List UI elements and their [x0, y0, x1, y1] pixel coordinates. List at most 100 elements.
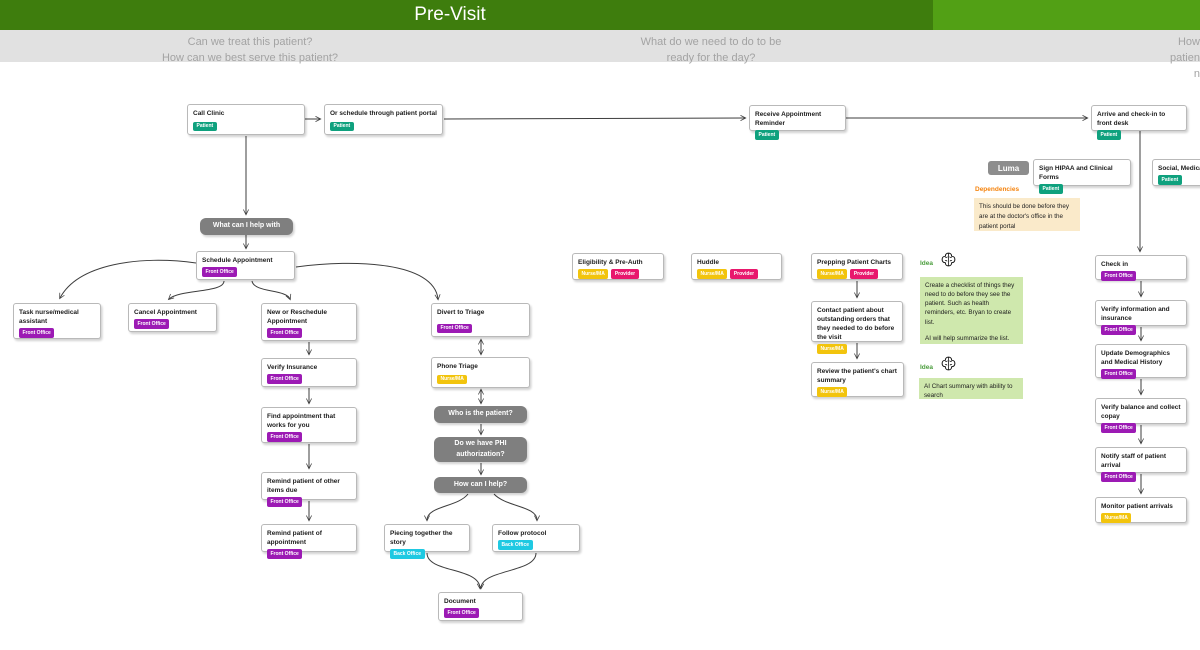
luma-pill[interactable]: Luma [988, 161, 1029, 175]
node-label: Or schedule through patient portal [330, 110, 437, 117]
node-label: Huddle [697, 259, 720, 266]
question-treat-patient: Can we treat this patient? How can we be… [161, 36, 339, 64]
node-verify-insurance[interactable]: Verify Insurance Front Office [261, 358, 357, 387]
node-label: Eligibility & Pre-Auth [578, 259, 643, 266]
tag-front-office: Front Office [202, 267, 238, 277]
node-review-chart[interactable]: Review the patient's chart summary Nurse… [811, 362, 904, 397]
tag-provider: Provider [611, 269, 639, 279]
node-label: Cancel Appointment [134, 309, 197, 316]
node-arrive-checkin[interactable]: Arrive and check-in to front desk Patien… [1091, 105, 1187, 140]
tag-front-office: Front Office [1101, 369, 1137, 379]
tag-front-office: Front Office [1101, 271, 1137, 281]
node-label: Verify balance and collect copay [1101, 404, 1181, 421]
node-label: Check in [1101, 261, 1129, 268]
node-label: Notify staff of patient arrival [1101, 453, 1166, 470]
tag-front-office: Front Office [19, 328, 55, 338]
node-remind-items[interactable]: Remind patient of other items due Front … [261, 472, 357, 507]
node-label: Sign HIPAA and Clinical Forms [1039, 165, 1113, 182]
decision-phi-auth[interactable]: Do we have PHI authorization? [434, 437, 527, 462]
node-eligibility[interactable]: Eligibility & Pre-Auth Nurse/MA Provider [572, 253, 664, 280]
node-label: Monitor patient arrivals [1101, 503, 1173, 510]
node-label: Prepping Patient Charts [817, 259, 892, 266]
node-label: Document [444, 598, 476, 605]
node-verify-balance[interactable]: Verify balance and collect copay Front O… [1095, 398, 1187, 433]
tag-front-office: Front Office [444, 608, 480, 618]
node-social-medical[interactable]: Social, Medical and Patient [1152, 159, 1200, 186]
node-sign-hipaa[interactable]: Sign HIPAA and Clinical Forms Patient [1033, 159, 1131, 194]
brain-icon [941, 356, 956, 371]
node-follow-protocol[interactable]: Follow protocol Back Office [492, 524, 580, 552]
tag-provider: Provider [850, 269, 878, 279]
idea-note-checklist[interactable]: Create a checklist of things they need t… [920, 277, 1023, 344]
node-schedule-portal[interactable]: Or schedule through patient portal Patie… [324, 104, 443, 135]
decision-what-help[interactable]: What can I help with [200, 218, 293, 235]
tag-front-office: Front Office [267, 328, 303, 338]
node-label: Follow protocol [498, 530, 547, 537]
node-label: Remind patient of appointment [267, 530, 322, 547]
node-label: Receive Appointment Reminder [755, 111, 822, 128]
tag-patient: Patient [755, 130, 779, 140]
tag-nurse-ma: Nurse/MA [697, 269, 728, 279]
node-monitor-arrivals[interactable]: Monitor patient arrivals Nurse/MA [1095, 497, 1187, 523]
node-update-demographics[interactable]: Update Demographics and Medical History … [1095, 344, 1187, 379]
tag-patient: Patient [1158, 175, 1182, 185]
tag-provider: Provider [730, 269, 758, 279]
idea-label: Idea [920, 364, 934, 371]
node-label: Piecing together the story [390, 530, 453, 547]
idea-note-ai-chart[interactable]: AI Chart summary with ability to search [919, 378, 1023, 399]
node-receive-reminder[interactable]: Receive Appointment Reminder Patient [749, 105, 846, 140]
tag-nurse-ma: Nurse/MA [817, 387, 848, 397]
node-label: Find appointment that works for you [267, 413, 336, 430]
tag-front-office: Front Office [1101, 325, 1137, 335]
tag-back-office: Back Office [498, 540, 533, 550]
tag-nurse-ma: Nurse/MA [1101, 513, 1132, 523]
brain-icon [941, 252, 956, 267]
tag-nurse-ma: Nurse/MA [578, 269, 609, 279]
dependencies-note[interactable]: This should be done before they are at t… [974, 198, 1080, 231]
node-label: Contact patient about outstanding orders… [817, 307, 895, 342]
node-cancel-appointment[interactable]: Cancel Appointment Front Office [128, 303, 217, 332]
dependencies-title: Dependencies [975, 186, 1020, 193]
node-divert-triage[interactable]: Divert to Triage Front Office [431, 303, 530, 337]
tag-patient: Patient [1097, 130, 1121, 140]
node-verify-info[interactable]: Verify information and insurance Front O… [1095, 300, 1187, 335]
node-notify-staff[interactable]: Notify staff of patient arrival Front Of… [1095, 447, 1187, 482]
tag-front-office: Front Office [134, 319, 170, 329]
node-piecing-story[interactable]: Piecing together the story Back Office [384, 524, 470, 559]
phase-title: Pre-Visit [414, 4, 486, 25]
node-call-clinic[interactable]: Call Clinic Patient [187, 104, 305, 135]
tag-back-office: Back Office [390, 549, 425, 559]
node-label: Review the patient's chart summary [817, 368, 897, 385]
tag-front-office: Front Office [437, 323, 473, 333]
node-find-appointment[interactable]: Find appointment that works for you Fron… [261, 407, 357, 443]
node-label: Verify information and insurance [1101, 306, 1170, 323]
node-label: New or Reschedule Appointment [267, 309, 327, 326]
questions-band [0, 30, 1200, 62]
tag-patient: Patient [1039, 184, 1063, 194]
decision-how-help[interactable]: How can I help? [434, 477, 527, 493]
node-huddle[interactable]: Huddle Nurse/MA Provider [691, 253, 782, 280]
node-contact-patient[interactable]: Contact patient about outstanding orders… [811, 301, 903, 354]
node-document[interactable]: Document Front Office [438, 592, 523, 621]
tag-front-office: Front Office [1101, 472, 1137, 482]
phase-band-previsit [0, 0, 933, 30]
decision-who-patient[interactable]: Who is the patient? [434, 406, 527, 423]
tag-front-office: Front Office [267, 374, 303, 384]
node-schedule-appointment[interactable]: Schedule Appointment Front Office [196, 251, 295, 280]
node-remind-appointment[interactable]: Remind patient of appointment Front Offi… [261, 524, 357, 559]
tag-patient: Patient [193, 121, 217, 131]
node-label: Schedule Appointment [202, 257, 273, 264]
node-phone-triage[interactable]: Phone Triage Nurse/MA [431, 357, 530, 388]
node-prepping-charts[interactable]: Prepping Patient Charts Nurse/MA Provide… [811, 253, 903, 280]
idea-label: Idea [920, 260, 934, 267]
node-task-nurse[interactable]: Task nurse/medical assistant Front Offic… [13, 303, 101, 339]
node-new-reschedule[interactable]: New or Reschedule Appointment Front Offi… [261, 303, 357, 341]
node-label: Divert to Triage [437, 309, 485, 316]
phase-band-next [933, 0, 1200, 30]
node-check-in[interactable]: Check in Front Office [1095, 255, 1187, 281]
node-label: Arrive and check-in to front desk [1097, 111, 1166, 128]
node-label: Task nurse/medical assistant [19, 309, 79, 326]
tag-nurse-ma: Nurse/MA [437, 374, 468, 384]
